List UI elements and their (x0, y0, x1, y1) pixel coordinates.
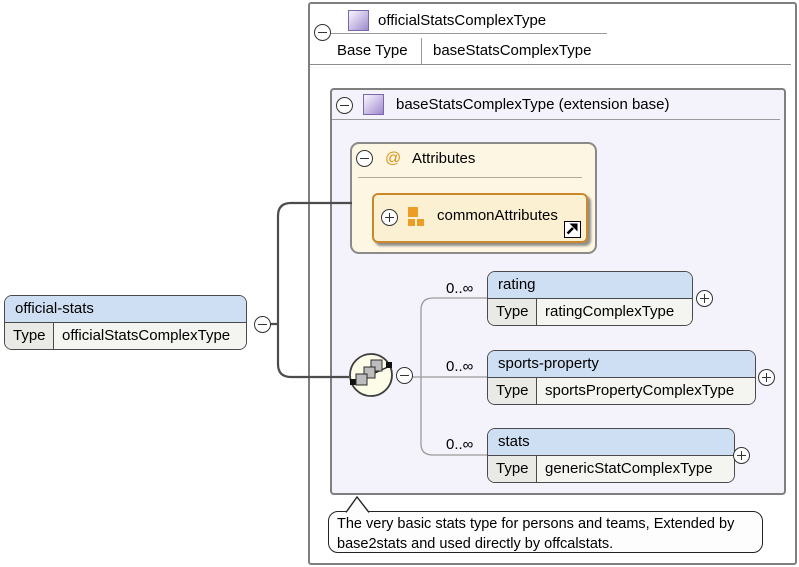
type-label: Type (488, 299, 537, 325)
at-icon: @ (385, 150, 402, 167)
type-label: Type (488, 456, 537, 482)
multiplicity-sports-property: 0..∞ (446, 358, 474, 375)
base-type-divider (421, 38, 422, 64)
collapse-toggle-sequence[interactable] (396, 367, 413, 384)
collapse-toggle-attributes[interactable] (356, 150, 373, 167)
type-label: Type (488, 378, 537, 404)
type-value: ratingComplexType (537, 299, 692, 325)
complextype-icon (363, 94, 384, 115)
type-value: officialStatsComplexType (54, 323, 246, 349)
type-value: sportsPropertyComplexType (537, 378, 755, 404)
element-name: sports-property (488, 351, 755, 378)
base-type-value: baseStatsComplexType (433, 42, 592, 59)
multiplicity-rating: 0..∞ (446, 280, 474, 297)
annotation-line: base2stats and used directly by offcalst… (337, 536, 614, 552)
element-box-official-stats[interactable]: official-stats Type officialStatsComplex… (4, 295, 247, 350)
extension-base-title: baseStatsComplexType (extension base) (396, 96, 670, 113)
header-separator (310, 64, 791, 68)
complextype-title: officialStatsComplexType (378, 12, 547, 29)
collapse-toggle-official-stats[interactable] (254, 316, 271, 333)
expand-toggle-stats[interactable] (733, 447, 750, 464)
annotation-bubble: The very basic stats type for persons an… (328, 511, 763, 553)
attribute-group-label: commonAttributes (437, 207, 558, 224)
base-type-label: Base Type (337, 42, 408, 59)
collapse-toggle-base-stats-complextype[interactable] (336, 97, 353, 114)
title-underline (322, 33, 607, 34)
collapse-toggle-official-stats-complextype[interactable] (314, 24, 331, 41)
multiplicity-stats: 0..∞ (446, 436, 474, 453)
type-label: Type (5, 323, 54, 349)
attributes-underline (358, 177, 582, 178)
complextype-icon (348, 10, 369, 31)
element-box-rating[interactable]: rating Type ratingComplexType (487, 271, 693, 326)
expand-toggle-sports-property[interactable] (758, 369, 775, 386)
element-box-sports-property[interactable]: sports-property Type sportsPropertyCompl… (487, 350, 756, 405)
attribute-group-icon (406, 206, 426, 226)
type-value: genericStatComplexType (537, 456, 734, 482)
element-name: rating (488, 272, 692, 299)
attributes-title: Attributes (412, 150, 476, 167)
element-name: official-stats (5, 296, 246, 323)
element-box-stats[interactable]: stats Type genericStatComplexType (487, 428, 735, 483)
annotation-line: The very basic stats type for persons an… (337, 516, 735, 532)
title-underline (332, 119, 780, 120)
goto-definition-arrow-icon[interactable] (564, 221, 581, 238)
expand-toggle-rating[interactable] (696, 290, 713, 307)
attribute-group-box[interactable] (372, 193, 588, 243)
expand-toggle-common-attributes[interactable] (381, 209, 398, 226)
element-name: stats (488, 429, 734, 456)
